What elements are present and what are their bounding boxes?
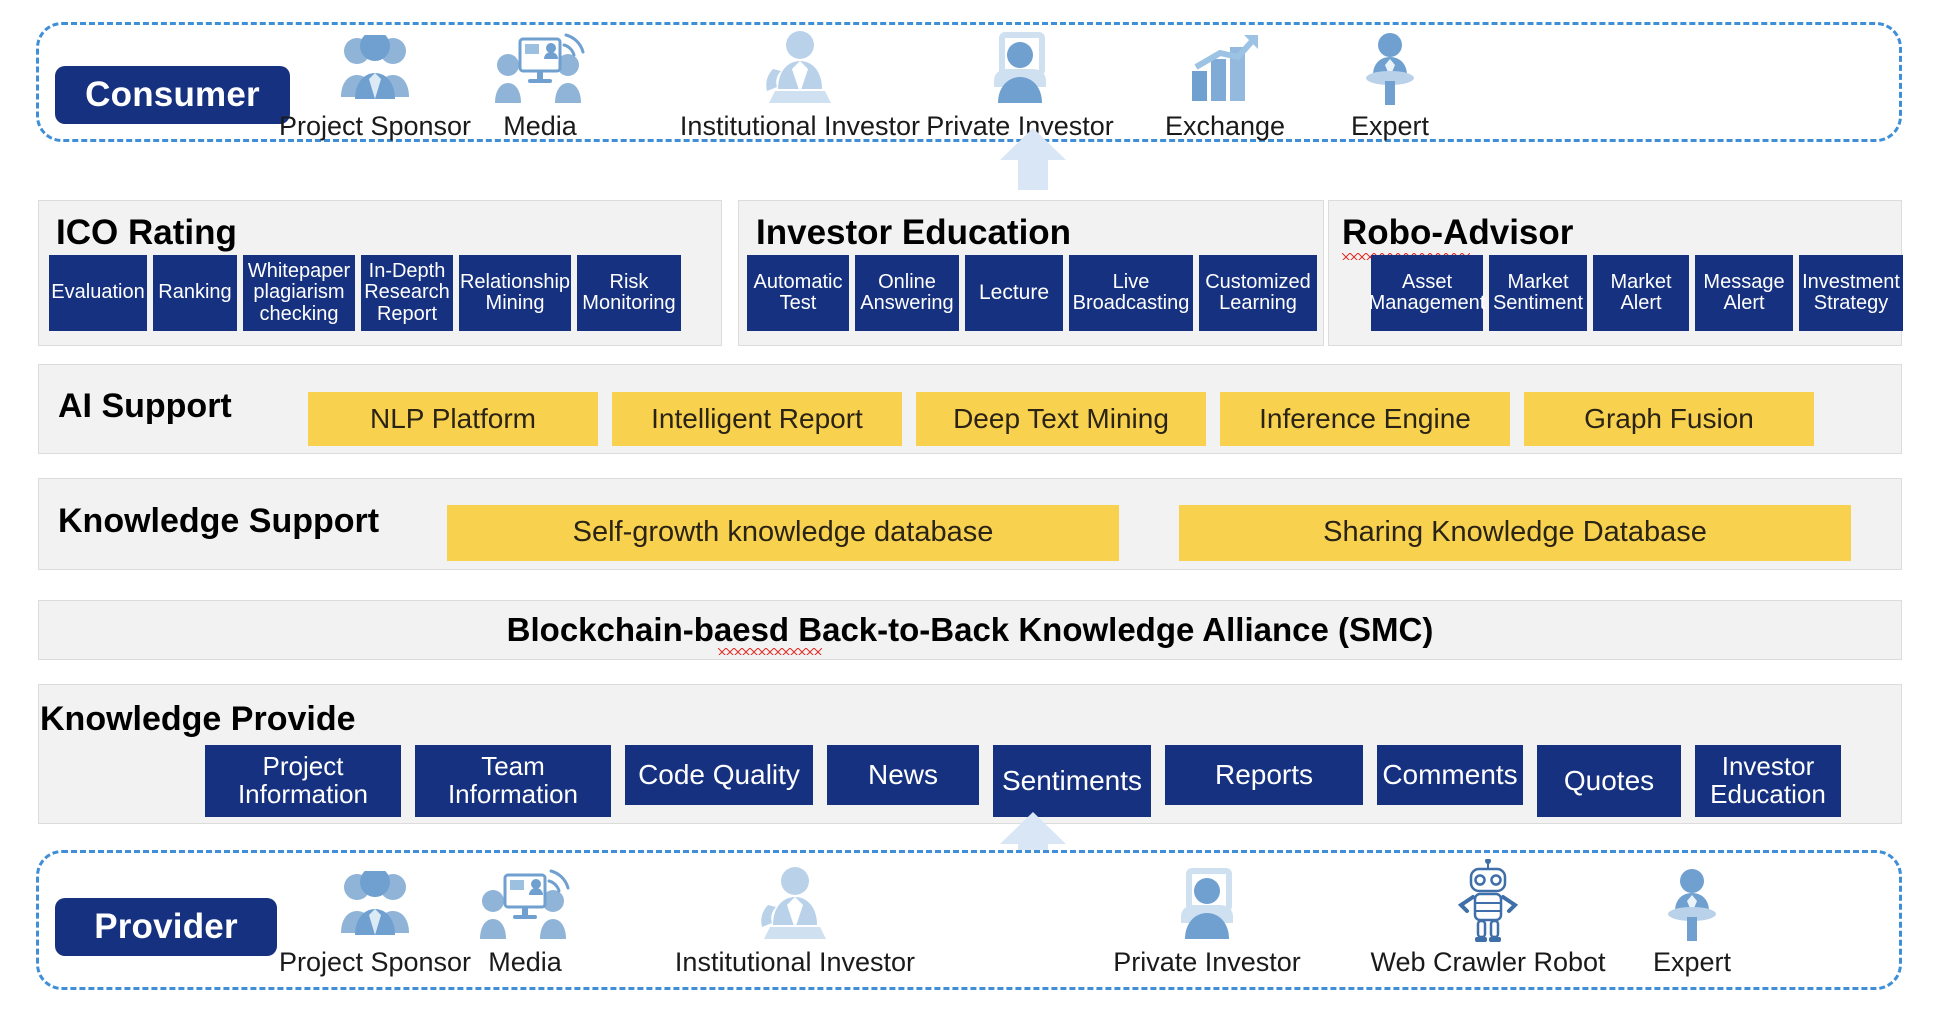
expert-podium-icon xyxy=(1662,867,1722,943)
robot-icon xyxy=(1457,858,1519,943)
provider-actor-label: Media xyxy=(488,947,562,977)
media-broadcast-icon xyxy=(494,31,586,107)
consumer-actor-label: Institutional Investor xyxy=(679,111,921,141)
provider-actor-label: Institutional Investor xyxy=(674,947,916,977)
chip-graph-fusion[interactable]: Graph Fusion xyxy=(1524,392,1814,446)
chip-investment-strategy[interactable]: Investment Strategy xyxy=(1799,255,1903,331)
chip-in-depth-research-report[interactable]: In-Depth Research Report xyxy=(361,255,453,331)
consumer-actor-exchange: Exchange xyxy=(1130,26,1320,142)
ico-rating-chips: Evaluation Ranking Whitepaper plagiarism… xyxy=(49,255,681,331)
chip-comments[interactable]: Comments xyxy=(1377,745,1523,805)
panel-title-ai-support: AI Support xyxy=(58,387,232,425)
knowledge-provide-chips: Project Information Team Information Cod… xyxy=(205,745,1841,817)
chip-live-broadcasting[interactable]: Live Broadcasting xyxy=(1069,255,1193,331)
panel-title-robo-advisor: Robo-Advisor xyxy=(1342,213,1573,260)
chip-inference-engine[interactable]: Inference Engine xyxy=(1220,392,1510,446)
chip-whitepaper-plagiarism-checking[interactable]: Whitepaper plagiarism checking xyxy=(243,255,355,331)
chip-deep-text-mining[interactable]: Deep Text Mining xyxy=(916,392,1206,446)
spellcheck-underline-baesd xyxy=(717,648,822,655)
provider-actor-expert: Expert xyxy=(1632,862,1752,978)
consumer-role-label: Consumer xyxy=(85,75,260,114)
ai-support-chips: NLP Platform Intelligent Report Deep Tex… xyxy=(308,392,1814,446)
chip-market-alert[interactable]: Market Alert xyxy=(1593,255,1689,331)
blockchain-alliance-banner: Blockchain-baesd Back-to-Back Knowledge … xyxy=(38,600,1902,660)
panel-title-investor-education: Investor Education xyxy=(756,213,1072,252)
provider-actor-web-crawler-robot: Web Crawler Robot xyxy=(1358,858,1618,978)
chip-nlp-platform[interactable]: NLP Platform xyxy=(308,392,598,446)
provider-actor-project-sponsor: Project Sponsor xyxy=(279,867,471,978)
consumer-actor-media: Media xyxy=(470,28,610,142)
chip-quotes[interactable]: Quotes xyxy=(1537,745,1681,817)
bar-chart-growth-icon xyxy=(1186,33,1264,107)
provider-actor-label: Private Investor xyxy=(1113,947,1301,977)
chip-project-information[interactable]: Project Information xyxy=(205,745,401,817)
institutional-investor-icon xyxy=(761,29,839,107)
chip-reports[interactable]: Reports xyxy=(1165,745,1363,805)
provider-actor-label: Project Sponsor xyxy=(278,947,472,977)
chip-evaluation[interactable]: Evaluation xyxy=(49,255,147,331)
chip-asset-management[interactable]: Asset Management xyxy=(1369,255,1485,331)
group-people-icon xyxy=(333,867,417,943)
group-people-icon xyxy=(333,31,417,107)
investor-education-chips: Automatic Test Online Answering Lecture … xyxy=(747,255,1317,331)
chip-lecture[interactable]: Lecture xyxy=(965,255,1063,331)
panel-title-knowledge-support: Knowledge Support xyxy=(58,502,380,540)
provider-role-label: Provider xyxy=(94,907,238,946)
chip-code-quality[interactable]: Code Quality xyxy=(625,745,813,805)
consumer-actor-label: Expert xyxy=(1350,111,1430,141)
consumer-up-arrow xyxy=(1000,128,1066,190)
panel-title-knowledge-provide: Knowledge Provide xyxy=(40,700,356,738)
chip-news[interactable]: News xyxy=(827,745,979,805)
consumer-actor-label: Media xyxy=(503,111,577,141)
chip-self-growth-knowledge-database[interactable]: Self-growth knowledge database xyxy=(447,505,1119,561)
chip-message-alert[interactable]: Message Alert xyxy=(1695,255,1793,331)
consumer-actor-project-sponsor: Project Sponsor xyxy=(279,31,471,142)
provider-actor-private-investor: Private Investor xyxy=(1082,862,1332,978)
private-investor-icon xyxy=(1167,867,1247,943)
consumer-actor-label: Private Investor xyxy=(926,111,1114,141)
consumer-actor-label: Project Sponsor xyxy=(278,111,472,141)
consumer-actor-private-investor: Private Investor xyxy=(895,26,1145,142)
chip-relationship-mining[interactable]: Relationship Mining xyxy=(459,255,571,331)
robo-advisor-chips: Asset Management Market Sentiment Market… xyxy=(1369,255,1903,331)
provider-role-pill: Provider xyxy=(55,898,277,956)
private-investor-icon xyxy=(980,31,1060,107)
panel-title-ico-rating: ICO Rating xyxy=(56,213,237,252)
provider-actor-label: Expert xyxy=(1652,947,1732,977)
provider-up-arrow xyxy=(1000,812,1066,874)
chip-market-sentiment[interactable]: Market Sentiment xyxy=(1489,255,1587,331)
provider-actor-institutional-investor: Institutional Investor xyxy=(655,862,935,978)
chip-risk-monitoring[interactable]: Risk Monitoring xyxy=(577,255,681,331)
media-broadcast-icon xyxy=(479,867,571,943)
chip-sharing-knowledge-database[interactable]: Sharing Knowledge Database xyxy=(1179,505,1851,561)
chip-intelligent-report[interactable]: Intelligent Report xyxy=(612,392,902,446)
chip-team-information[interactable]: Team Information xyxy=(415,745,611,817)
blockchain-alliance-label: Blockchain-baesd Back-to-Back Knowledge … xyxy=(507,611,1433,655)
consumer-actor-institutional-investor: Institutional Investor xyxy=(660,26,940,142)
expert-podium-icon xyxy=(1360,31,1420,107)
knowledge-support-chips: Self-growth knowledge database Sharing K… xyxy=(447,505,1851,561)
consumer-role-pill: Consumer xyxy=(55,66,290,124)
provider-actor-label: Web Crawler Robot xyxy=(1370,947,1606,977)
provider-actor-media: Media xyxy=(455,864,595,978)
chip-investor-education[interactable]: Investor Education xyxy=(1695,745,1841,817)
chip-customized-learning[interactable]: Customized Learning xyxy=(1199,255,1317,331)
chip-sentiments[interactable]: Sentiments xyxy=(993,745,1151,817)
consumer-actor-expert: Expert xyxy=(1330,26,1450,142)
chip-ranking[interactable]: Ranking xyxy=(153,255,237,331)
chip-automatic-test[interactable]: Automatic Test xyxy=(747,255,849,331)
chip-online-answering[interactable]: Online Answering xyxy=(855,255,959,331)
consumer-actor-label: Exchange xyxy=(1164,111,1286,141)
institutional-investor-icon xyxy=(756,865,834,943)
